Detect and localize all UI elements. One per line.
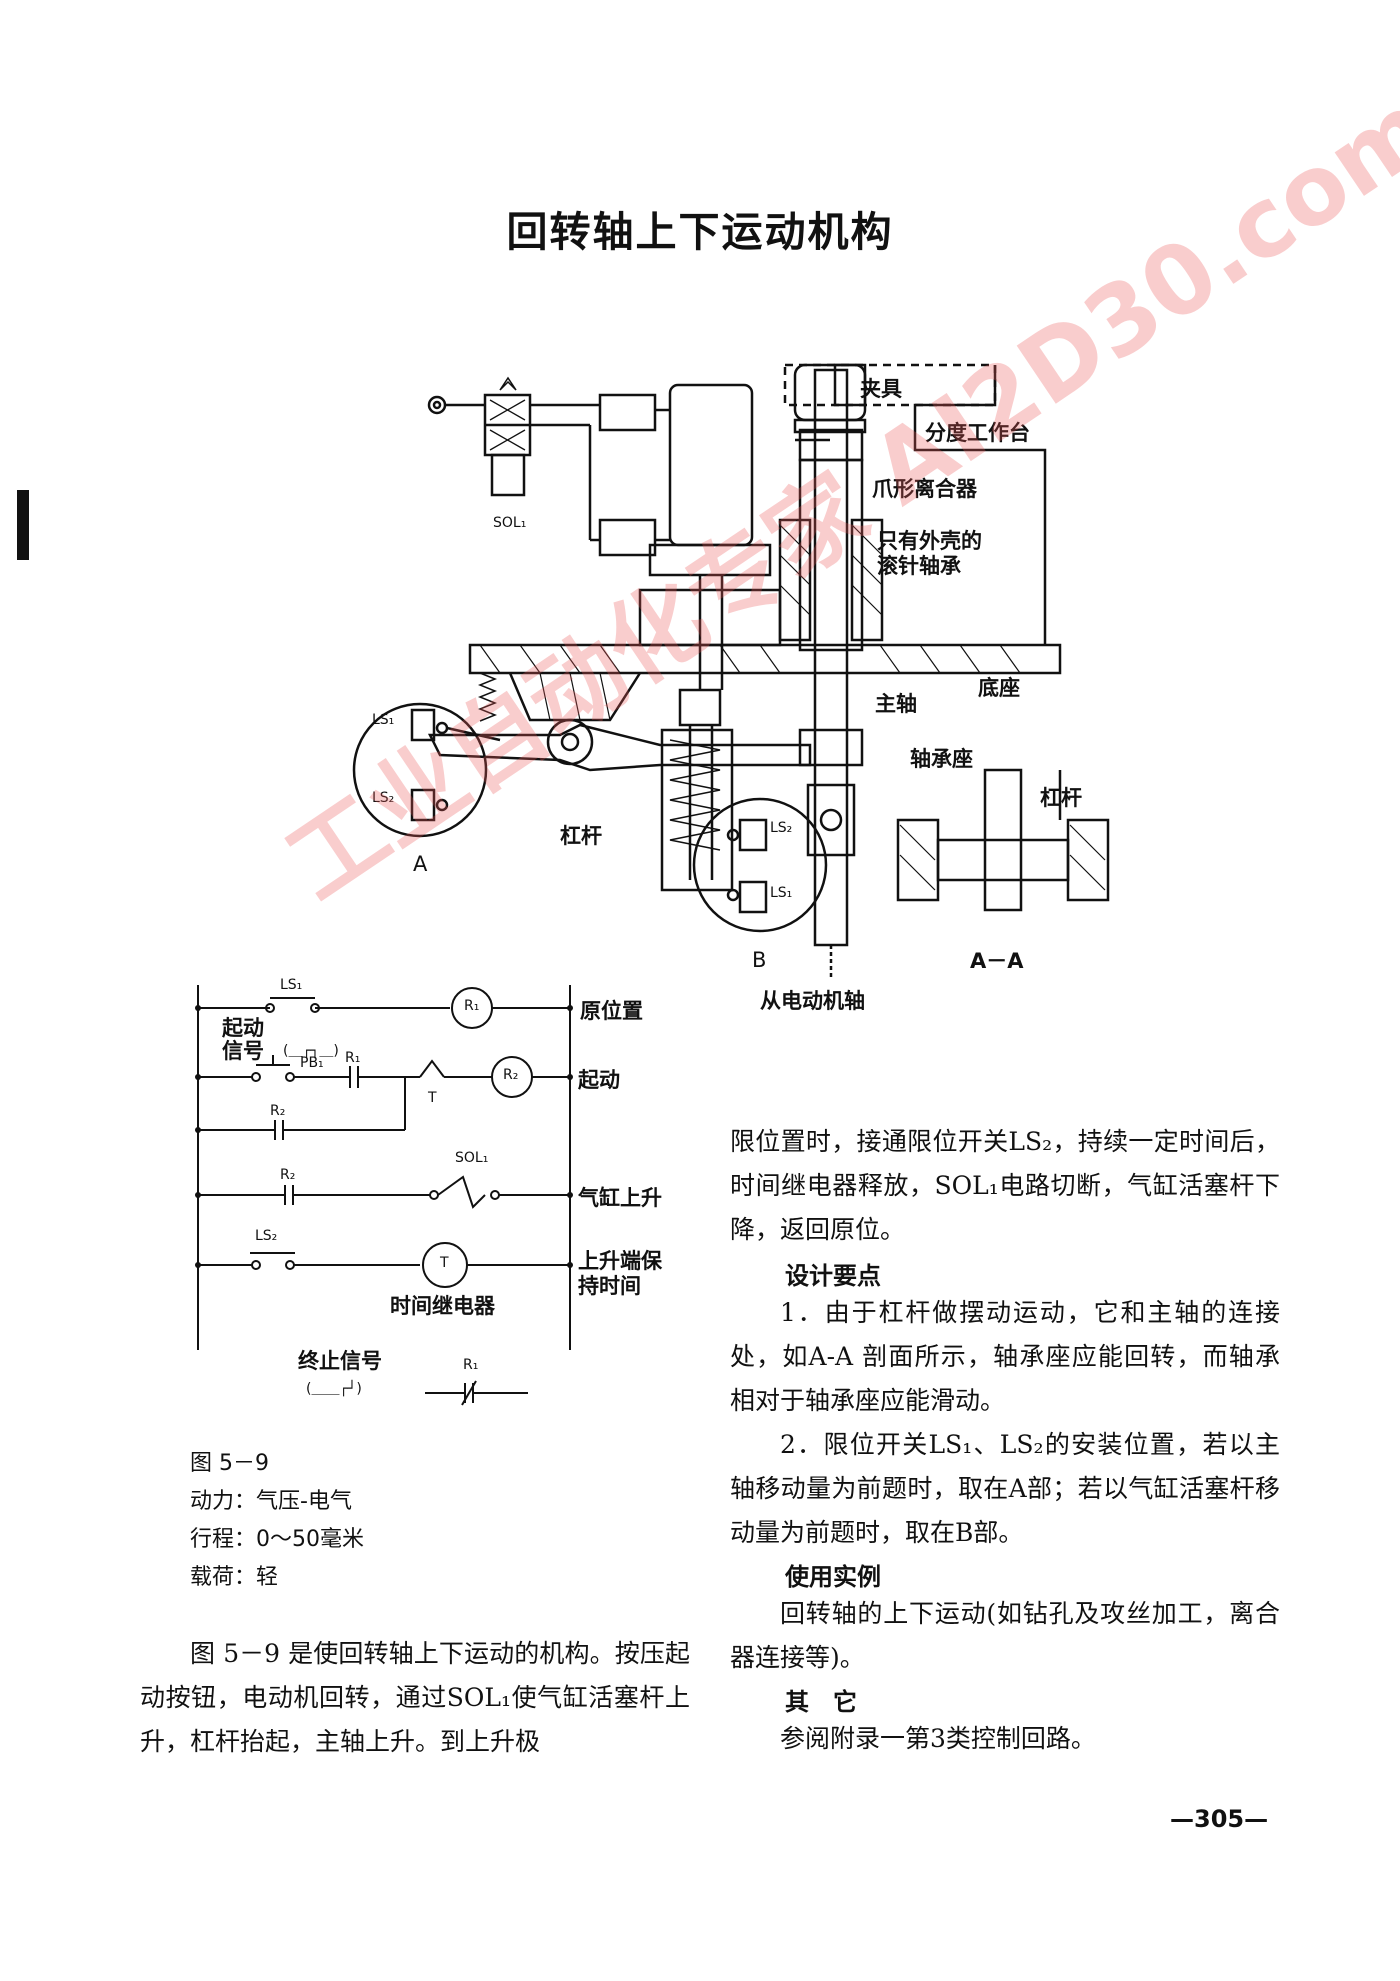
bearing-seat <box>798 728 864 767</box>
base-label: 底座 <box>978 676 1020 700</box>
ls2-a-label: LS₂ <box>372 790 395 806</box>
circuit-start-label: 起动 <box>578 1068 620 1092</box>
lever-right-label: 杠杆 <box>1040 786 1082 810</box>
ls2-b-label: LS₂ <box>770 820 793 836</box>
circuit-hold-label-1: 上升端保 <box>578 1249 662 1273</box>
detail-a-circle <box>352 702 488 838</box>
circuit-r1-stop-label: R₁ <box>463 1357 479 1373</box>
stop-pulse-symbol: (＿＿┌┘) <box>306 1381 362 1397</box>
stop-signal-label: 终止信号 <box>298 1349 382 1373</box>
circuit-t-label: T <box>428 1090 437 1106</box>
circuit-r2-hold-label: R₂ <box>270 1103 286 1119</box>
example-heading: 使用实例 <box>785 1563 881 1591</box>
ls1-b-label: LS₁ <box>770 885 793 901</box>
figure-power: 动力：气压-电气 <box>190 1489 352 1514</box>
circuit-timer-coil: T <box>440 1255 449 1271</box>
section-aa-label: A－A <box>970 949 1024 973</box>
page-title: 回转轴上下运动机构 <box>506 208 894 256</box>
other-heading: 其 它 <box>785 1688 857 1716</box>
right-column: 限位置时，接通限位开关LS₂，持续一定时间后，时间继电器释放，SOL₁电路切断，… <box>730 1120 1280 1761</box>
circuit-r2-b-label: R₂ <box>280 1167 296 1183</box>
circuit-timer-relay-label: 时间继电器 <box>390 1294 495 1318</box>
circuit-r1-coil: R₁ <box>464 998 480 1014</box>
figure-stroke: 行程：0～50毫米 <box>190 1527 364 1552</box>
circuit-cyl-up-label: 气缸上升 <box>578 1186 662 1210</box>
other-text: 参阅附录一第3类控制回路。 <box>780 1724 1096 1753</box>
figure-number: 图 5－9 <box>190 1451 269 1476</box>
design-point-2: 2．限位开关LS₁、LS₂的安装位置，若以主轴移动量为前题时，取在A部；若以气缸… <box>730 1430 1280 1547</box>
jig-label: 夹具 <box>860 377 902 401</box>
bearing-label-1: 只有外壳的 <box>877 529 982 553</box>
ls1-a-label: LS₁ <box>372 712 395 728</box>
page-number: —305— <box>1170 1805 1269 1833</box>
detail-b-circle <box>692 797 828 933</box>
start-signal-label-2: 信号 <box>222 1039 264 1063</box>
main-shaft-label: 主轴 <box>875 692 917 716</box>
design-point-1: 1．由于杠杆做摆动运动，它和主轴的连接处，如A-A 剖面所示，轴承座应能回转，而… <box>730 1298 1280 1415</box>
circuit-ls1-label: LS₁ <box>280 977 303 993</box>
motor-shaft-label: 从电动机轴 <box>760 989 865 1013</box>
circuit-hold-label-2: 持时间 <box>578 1274 641 1298</box>
design-heading: 设计要点 <box>785 1262 881 1290</box>
circuit-home-label: 原位置 <box>580 999 643 1023</box>
claw-clutch-label: 爪形离合器 <box>872 477 977 501</box>
margin-mark <box>17 490 29 560</box>
circuit-r1-contact-label: R₁ <box>345 1050 361 1066</box>
body-text-left: 图 5－9 是使回转轴上下运动的机构。按压起动按钮，电动机回转，通过SOL₁使气… <box>140 1639 690 1756</box>
figure-load: 载荷：轻 <box>190 1565 279 1590</box>
body-text-right: 限位置时，接通限位开关LS₂，持续一定时间后，时间继电器释放，SOL₁电路切断，… <box>730 1127 1280 1244</box>
circuit-ls2-label: LS₂ <box>255 1228 278 1244</box>
figure-caption: 图 5－9 动力：气压-电气 行程：0～50毫米 载荷：轻 <box>190 1445 364 1597</box>
start-pulse-symbol: (＿┌┐＿) <box>283 1043 339 1059</box>
circuit-r2-coil: R₂ <box>503 1067 519 1083</box>
bearing-label-2: 滚针轴承 <box>877 554 961 578</box>
index-table-label: 分度工作台 <box>925 421 1030 445</box>
lever-left-label: 杠杆 <box>560 824 602 848</box>
section-a-label: A <box>413 852 428 876</box>
bearing-seat-label: 轴承座 <box>910 747 973 771</box>
section-b-label: B <box>752 948 767 972</box>
circuit-pb1-label: PB₁ <box>300 1055 324 1071</box>
sol-label: SOL₁ <box>493 515 527 531</box>
example-text: 回转轴的上下运动(如钻孔及攻丝加工，离合器连接等)。 <box>730 1599 1280 1672</box>
solenoid <box>490 453 526 497</box>
start-signal-label-1: 起动 <box>222 1016 264 1040</box>
circuit-sol1-label: SOL₁ <box>455 1150 489 1166</box>
